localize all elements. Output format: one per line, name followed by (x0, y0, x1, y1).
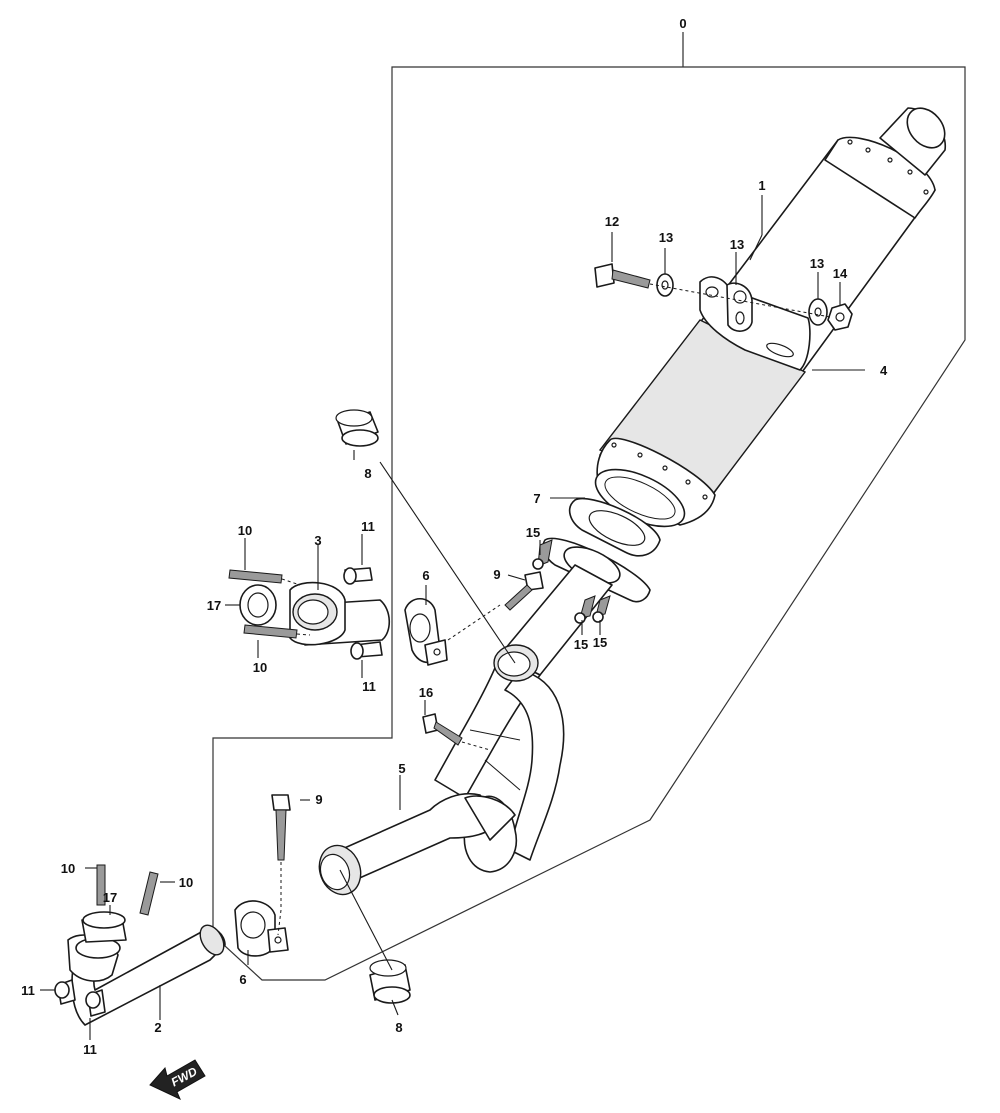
callout-9a: 9 (493, 567, 500, 582)
callout-8a: 8 (364, 466, 371, 481)
callout-13c: 13 (810, 256, 824, 271)
callout-17b: 17 (103, 890, 117, 905)
callout-13b: 13 (730, 237, 744, 252)
clamp-6-upper (404, 597, 448, 666)
callout-13a: 13 (659, 230, 673, 245)
sleeve-8-upper (335, 409, 379, 447)
callout-1: 1 (758, 178, 765, 193)
callout-10b: 10 (253, 660, 267, 675)
callout-9b: 9 (315, 792, 322, 807)
callout-10a: 10 (238, 523, 252, 538)
gasket-7 (568, 497, 661, 557)
callout-10c: 10 (61, 861, 75, 876)
stud-10b (243, 624, 298, 639)
sleeve-8-lower (369, 959, 411, 1004)
gasket-17-upper (239, 584, 277, 626)
bolt-9-upper (504, 571, 544, 611)
callout-6b: 6 (239, 972, 246, 987)
callout-11b: 11 (362, 679, 376, 694)
callout-6a: 6 (422, 568, 429, 583)
muffler (594, 107, 946, 528)
bolt-16 (422, 713, 463, 746)
bolt-11d (85, 989, 106, 1017)
fwd-arrow-icon: FWD (149, 1059, 206, 1101)
callout-2: 2 (154, 1020, 161, 1035)
stud-15c (595, 595, 611, 617)
stud-10a (228, 569, 283, 584)
bolt-11a (343, 567, 373, 585)
bolt-11b (350, 641, 383, 660)
bolt-11c (54, 979, 76, 1005)
callout-3: 3 (314, 533, 321, 548)
clamp-6-lower (234, 900, 289, 957)
callout-7: 7 (533, 491, 540, 506)
front-pipe-3 (289, 581, 391, 646)
callout-4: 4 (880, 363, 888, 378)
stud-10d (139, 871, 159, 916)
callout-11d: 11 (83, 1042, 97, 1057)
bolt-9-lower (271, 794, 291, 861)
stud-15b (579, 595, 596, 619)
front-pipe-2 (67, 924, 226, 1026)
stud-10c (96, 864, 106, 906)
leader-lines (40, 195, 865, 1040)
callout-17a: 17 (207, 598, 221, 613)
callout-10d: 10 (179, 875, 193, 890)
gasket-17-lower (81, 911, 127, 943)
callout-5: 5 (398, 761, 405, 776)
assembly-frame (212, 62, 966, 981)
callout-15c: 15 (593, 635, 607, 650)
callout-16: 16 (419, 685, 433, 700)
callout-11a: 11 (361, 519, 375, 534)
callout-15a: 15 (526, 525, 540, 540)
middle-pipe (318, 564, 613, 896)
callout-11c: 11 (21, 983, 35, 998)
callout-12: 12 (605, 214, 619, 229)
bolt-12 (594, 263, 651, 289)
nut-14 (827, 303, 853, 331)
callout-labels: 0 1 2 3 4 5 6 6 7 8 8 9 9 10 10 10 10 11… (21, 16, 888, 1057)
callout-8b: 8 (395, 1020, 402, 1035)
callout-14: 14 (833, 266, 848, 281)
callout-0: 0 (679, 16, 686, 31)
callout-15b: 15 (574, 637, 588, 652)
